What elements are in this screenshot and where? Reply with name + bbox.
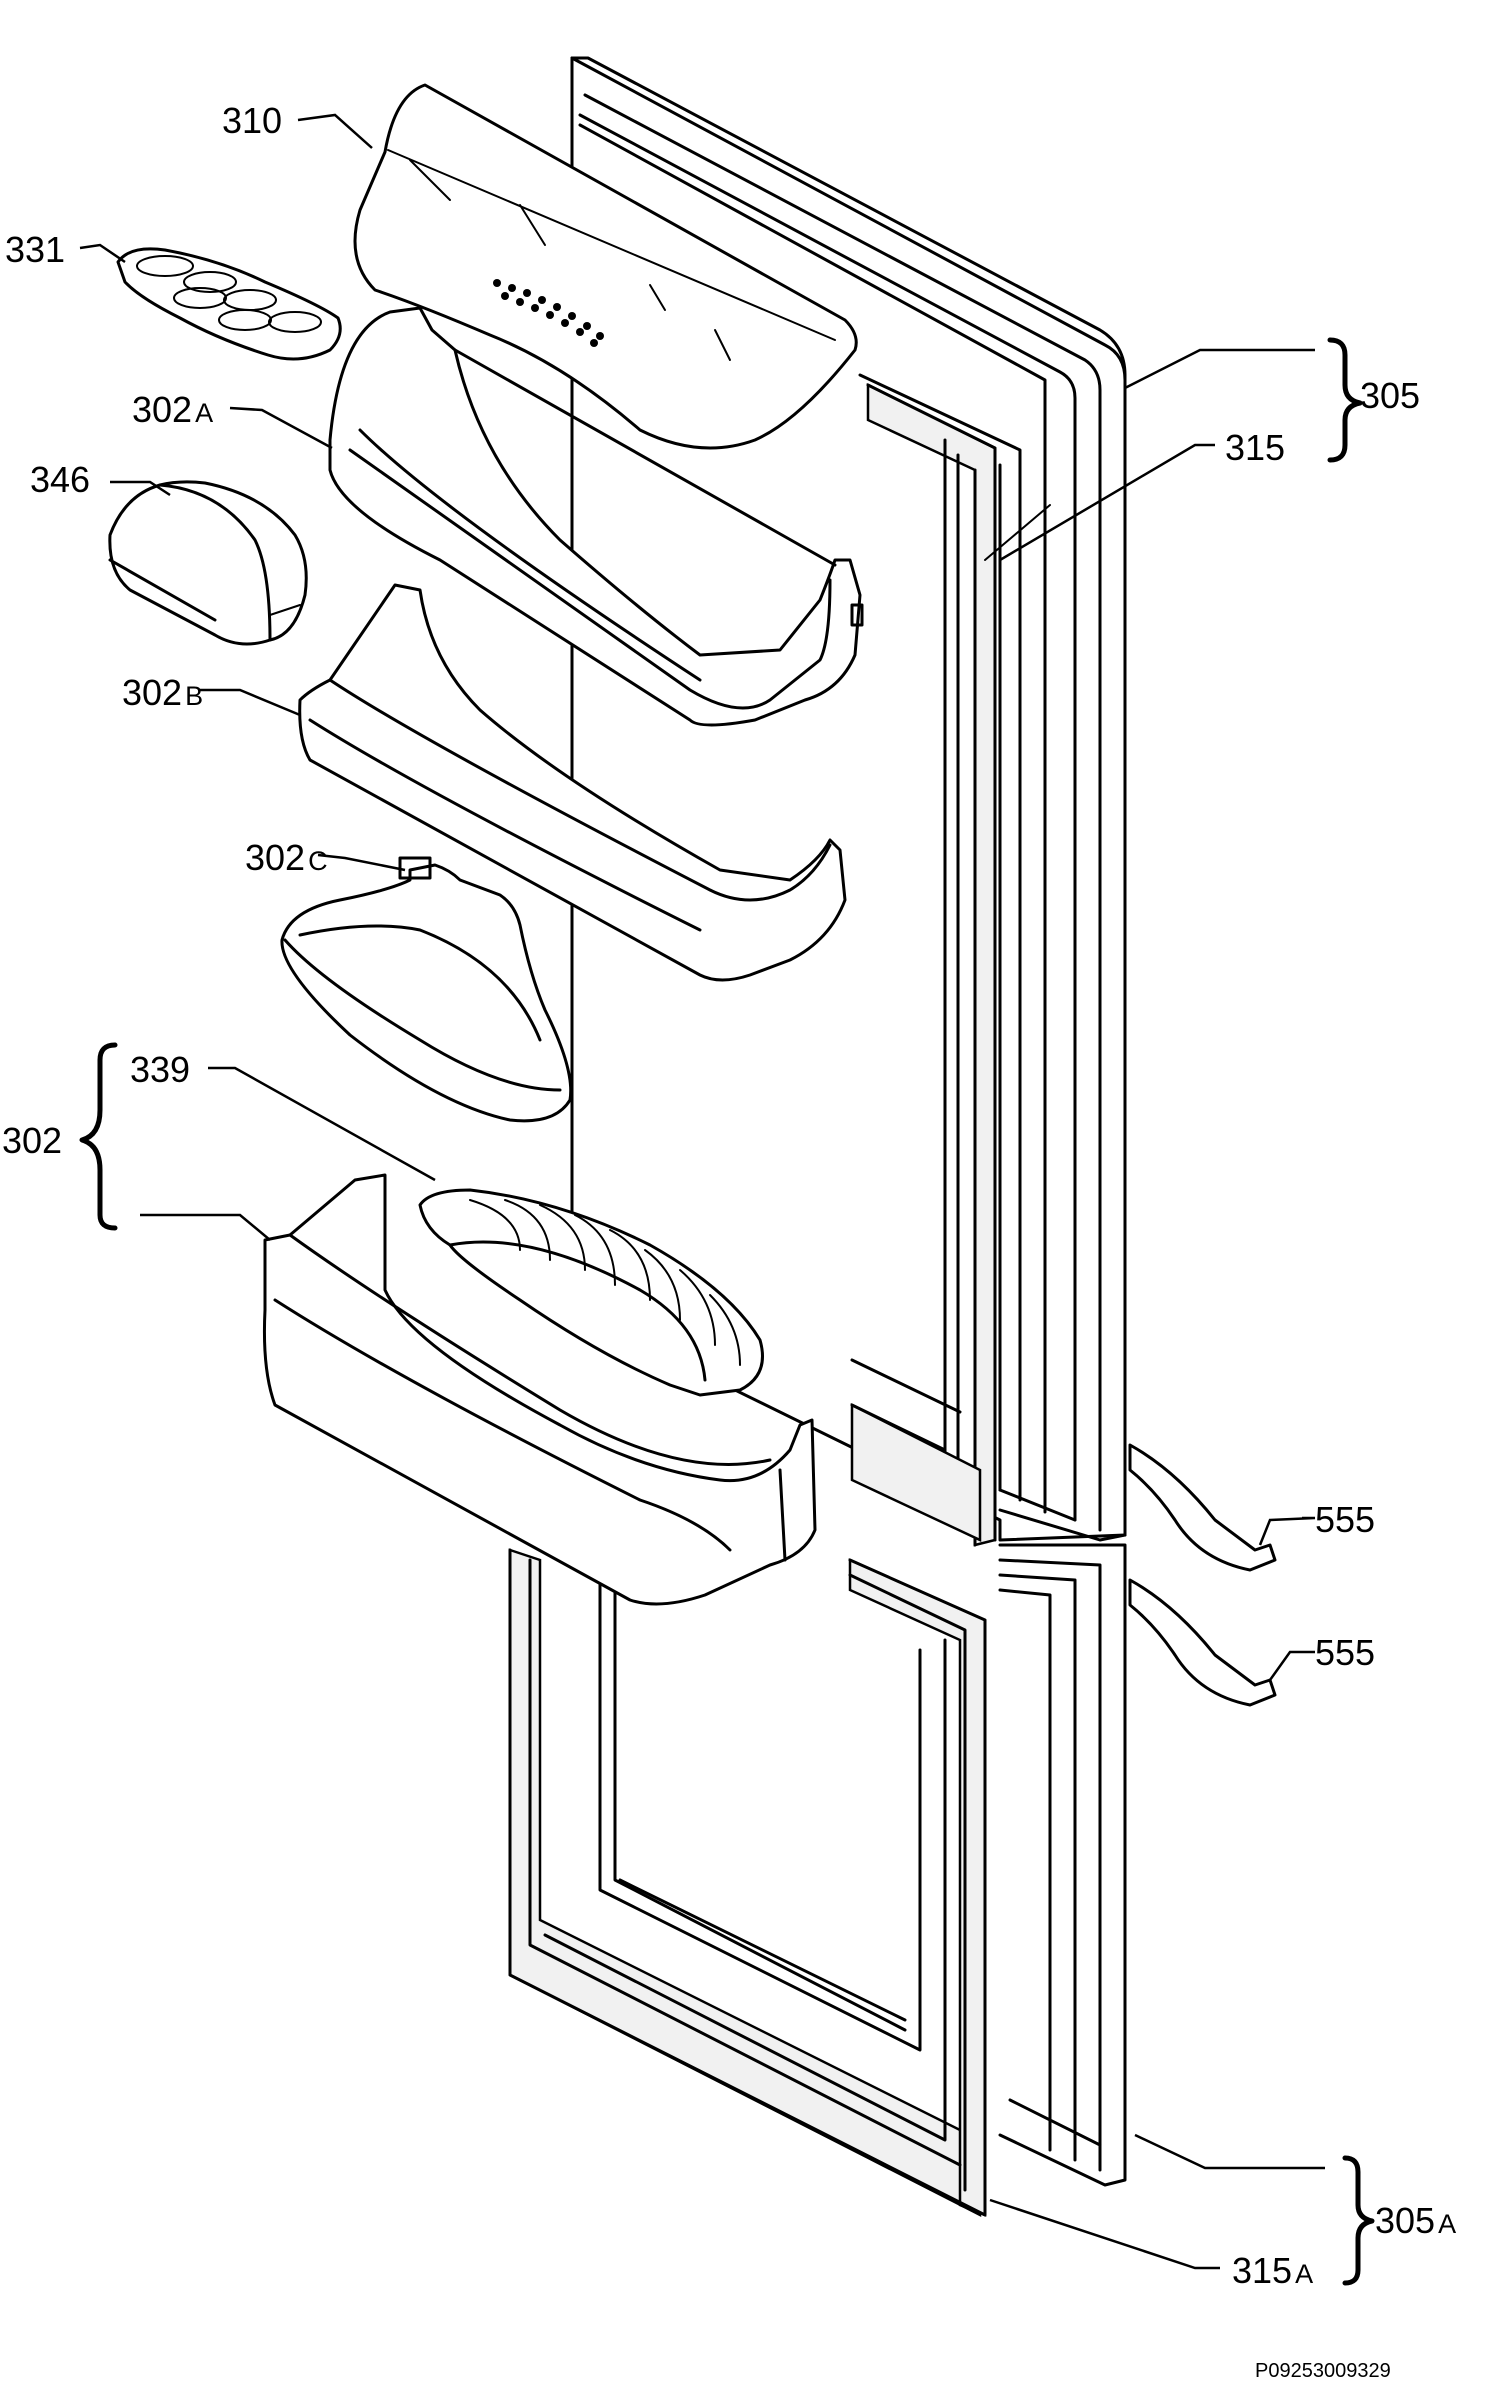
brace-302 bbox=[79, 1042, 118, 1231]
lower-door bbox=[508, 1543, 1127, 2218]
bottle-divider-339 bbox=[418, 1188, 764, 1397]
glass-shelf-cover bbox=[353, 83, 858, 450]
part-label-310: 310 bbox=[222, 100, 283, 141]
document-code: P09253009329 bbox=[1255, 2360, 1391, 2382]
brace-305a bbox=[1342, 2155, 1375, 2286]
door-shelf-302 bbox=[262, 1173, 817, 1606]
door-shelf-302b bbox=[298, 583, 847, 982]
part-label-331: 331 bbox=[5, 229, 66, 270]
part-label-305: 305 bbox=[1360, 375, 1421, 416]
door-shelf-302a bbox=[328, 306, 864, 727]
part-label-302: 302 bbox=[2, 1120, 63, 1161]
brace-305 bbox=[1327, 337, 1363, 463]
part-label-555-upper: 555 bbox=[1315, 1499, 1376, 1540]
egg-tray bbox=[116, 247, 342, 361]
part-label-339: 339 bbox=[130, 1049, 191, 1090]
part-label-346: 346 bbox=[30, 459, 91, 500]
part-label-315: 315 bbox=[1225, 427, 1286, 468]
part-label-555-lower: 555 bbox=[1315, 1632, 1376, 1673]
bottle-holder-302c bbox=[280, 856, 573, 1123]
leader-lines bbox=[79, 113, 1325, 2270]
dairy-cover bbox=[108, 480, 308, 646]
hinge-covers bbox=[1128, 1443, 1277, 1707]
